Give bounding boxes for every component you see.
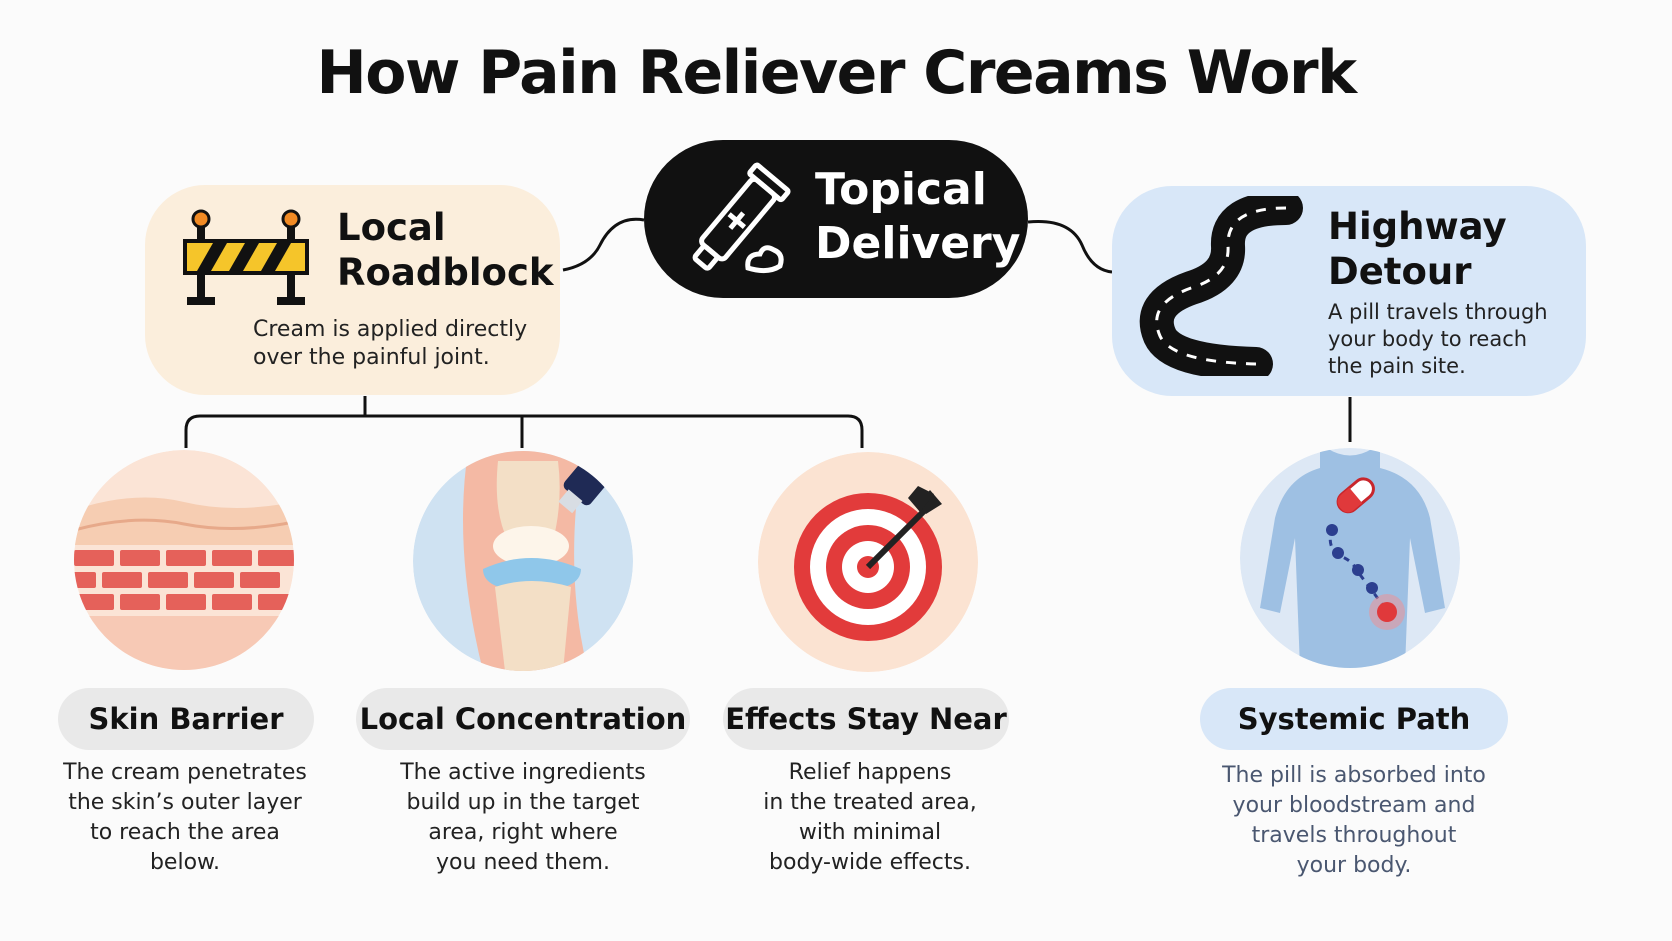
desc-line: travels throughout [1251, 823, 1457, 848]
local-roadblock-card [145, 185, 560, 395]
desc-line: below. [149, 850, 221, 875]
local-title-line1: Local [337, 206, 446, 249]
desc-line: The pill is absorbed into [1222, 763, 1486, 788]
target-icon [758, 452, 978, 672]
highway-detour-title: Highway Detour [1328, 204, 1568, 294]
page-title: How Pain Reliever Creams Work [316, 38, 1357, 108]
desc-line: with minimal [798, 820, 942, 845]
highway-desc-line3: the pain site. [1328, 354, 1466, 378]
step-label-local-concentration: Local Concentration [356, 688, 690, 750]
local-title-line2: Roadblock [337, 251, 554, 294]
local-desc-line1: Cream is applied directly [253, 317, 528, 342]
local-roadblock-title: Local Roadblock [337, 205, 557, 295]
topical-delivery-node [644, 140, 1028, 298]
desc-line: you need them. [436, 850, 610, 875]
highway-title-line1: Highway [1328, 205, 1507, 248]
local-roadblock-description: Cream is applied directly over the painf… [253, 316, 543, 372]
cream-tube-icon [692, 162, 791, 274]
highway-desc-line2: your body to reach [1328, 327, 1528, 351]
desc-line: The cream penetrates [63, 760, 307, 785]
local-desc-line2: over the painful joint. [253, 345, 490, 370]
skin-layers-icon [74, 450, 294, 670]
step-description-effects-stay-near: Relief happens in the treated area, with… [725, 758, 1015, 878]
desc-line: body-wide effects. [769, 850, 971, 875]
topical-label-line2: Delivery [815, 218, 1021, 269]
desc-line: to reach the area [90, 820, 280, 845]
step-label-effects-stay-near: Effects Stay Near [723, 688, 1009, 750]
roadblock-barrier-icon [183, 209, 309, 305]
highway-desc-line1: A pill travels through [1328, 300, 1548, 324]
step-description-skin-barrier: The cream penetrates the skin’s outer la… [40, 758, 330, 878]
desc-line: your body. [1296, 853, 1412, 878]
step-description-systemic-path: The pill is absorbed into your bloodstre… [1200, 761, 1508, 881]
desc-line: the skin’s outer layer [68, 790, 302, 815]
step-label-skin-barrier: Skin Barrier [58, 688, 314, 750]
desc-line: area, right where [428, 820, 618, 845]
desc-line: your bloodstream and [1232, 793, 1476, 818]
topical-delivery-label: Topical Delivery [815, 163, 1025, 271]
desc-line: in the treated area, [763, 790, 977, 815]
step-label-systemic-path: Systemic Path [1200, 688, 1508, 750]
desc-line: build up in the target [406, 790, 640, 815]
desc-line: The active ingredients [400, 760, 646, 785]
topical-label-line1: Topical [815, 164, 987, 215]
highway-detour-card [1112, 186, 1586, 396]
desc-line: Relief happens [788, 760, 952, 785]
winding-road-icon [1139, 196, 1303, 376]
highway-detour-description: A pill travels through your body to reac… [1328, 299, 1578, 380]
highway-title-line2: Detour [1328, 250, 1472, 293]
body-pill-path-icon [1240, 448, 1460, 668]
knee-joint-icon [413, 451, 633, 671]
step-description-local-concentration: The active ingredients build up in the t… [378, 758, 668, 878]
